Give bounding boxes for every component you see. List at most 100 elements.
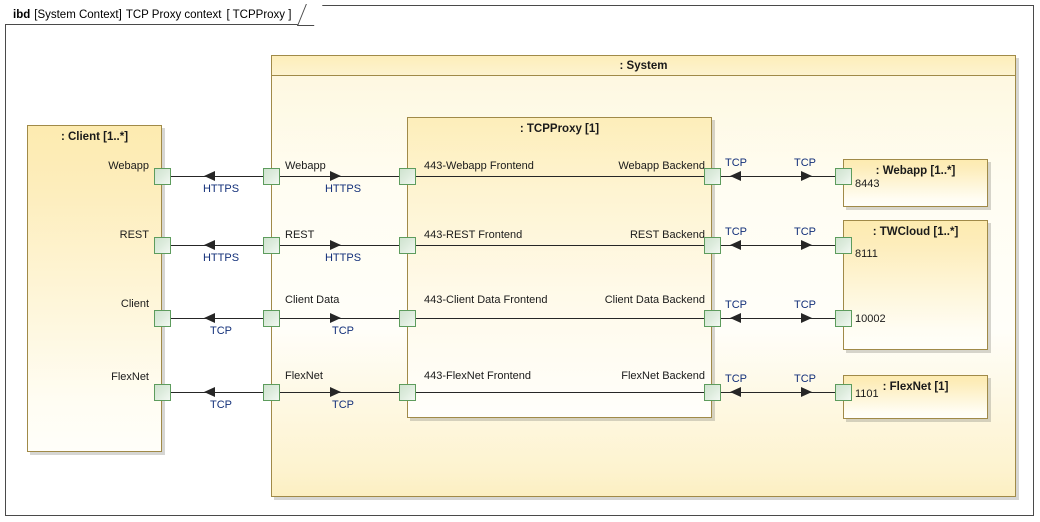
arrowhead-system-proxy-2 [330, 240, 341, 250]
arrowhead-proxy-systemedge-1 [730, 171, 741, 181]
arrowhead-client-system-4 [204, 387, 215, 397]
port-label-twcloud-8111: 8111 [855, 248, 878, 260]
connector-label-client-system-2: HTTPS [202, 252, 240, 264]
connector-label-systemedge-target-4: TCP [794, 373, 816, 385]
port-label-system-client-data: Client Data [285, 294, 340, 306]
connector-label-systemedge-target-2: TCP [794, 226, 816, 238]
connector-label-system-proxy-4: TCP [332, 399, 354, 411]
frame-tab-name: TCP Proxy context [125, 8, 222, 21]
frame-tab-context: [System Context] [34, 8, 122, 21]
connector-system-proxy-3[interactable] [280, 318, 408, 319]
arrowhead-proxy-systemedge-4 [730, 387, 741, 397]
connector-label-proxy-systemedge-4: TCP [725, 373, 747, 385]
port-system-rest[interactable] [263, 237, 280, 254]
arrowhead-proxy-systemedge-3 [730, 313, 741, 323]
connector-proxy-internal-1[interactable] [416, 176, 704, 177]
connector-label-proxy-systemedge-2: TCP [725, 226, 747, 238]
frame-tab-type: [ TCPProxy ] [226, 8, 292, 21]
block-flexnet-title: : FlexNet [1] [882, 381, 949, 393]
port-label-webapp-8443: 8443 [855, 178, 880, 190]
block-twcloud[interactable]: : TWCloud [1..*] [843, 220, 988, 350]
block-tcpproxy-title: : TCPProxy [1] [519, 123, 600, 135]
port-system-flexnet[interactable] [263, 384, 280, 401]
port-label-proxy-backend-rest: REST Backend [629, 229, 705, 241]
port-label-proxy-backend-flexnet: FlexNet Backend [621, 370, 705, 382]
connector-client-system-1[interactable] [171, 176, 272, 177]
port-label-twcloud-10002: 10002 [855, 313, 886, 325]
port-label-proxy-frontend-rest: 443-REST Frontend [424, 229, 523, 241]
connector-label-proxy-systemedge-1: TCP [725, 157, 747, 169]
arrowhead-client-system-1 [204, 171, 215, 181]
block-flexnet[interactable]: : FlexNet [1] [843, 375, 988, 419]
port-label-proxy-frontend-client-data: 443-Client Data Frontend [424, 294, 548, 306]
arrowhead-systemedge-target-2 [801, 240, 812, 250]
port-label-system-webapp: Webapp [285, 160, 326, 172]
port-label-proxy-frontend-flexnet: 443-FlexNet Frontend [424, 370, 531, 382]
connector-client-system-2[interactable] [171, 245, 272, 246]
port-client-client[interactable] [154, 310, 171, 327]
connector-client-system-4[interactable] [171, 392, 272, 393]
connector-proxy-internal-3[interactable] [416, 318, 704, 319]
arrowhead-system-proxy-1 [330, 171, 341, 181]
connector-label-systemedge-target-3: TCP [794, 299, 816, 311]
connector-label-system-proxy-3: TCP [332, 325, 354, 337]
port-label-system-flexnet: FlexNet [285, 370, 323, 382]
block-tcpproxy[interactable]: : TCPProxy [1] [407, 117, 712, 418]
port-proxy-backend-flexnet[interactable] [704, 384, 721, 401]
connector-system-proxy-2[interactable] [280, 245, 408, 246]
arrowhead-systemedge-target-1 [801, 171, 812, 181]
port-label-client-rest: REST [119, 229, 149, 241]
port-proxy-frontend-rest[interactable] [399, 237, 416, 254]
connector-proxy-systemedge-4[interactable] [721, 392, 836, 393]
connector-label-client-system-1: HTTPS [202, 183, 240, 195]
port-label-client-webapp: Webapp [108, 160, 149, 172]
connector-label-client-system-4: TCP [210, 399, 232, 411]
connector-label-systemedge-target-1: TCP [794, 157, 816, 169]
diagram-frame-tab[interactable]: ibd [System Context] TCP Proxy context [… [5, 4, 324, 26]
port-label-proxy-backend-webapp: Webapp Backend [618, 160, 705, 172]
port-twcloud-8111[interactable] [835, 237, 852, 254]
port-system-webapp[interactable] [263, 168, 280, 185]
connector-system-proxy-4[interactable] [280, 392, 408, 393]
connector-system-proxy-1[interactable] [280, 176, 408, 177]
arrowhead-client-system-3 [204, 313, 215, 323]
port-twcloud-10002[interactable] [835, 310, 852, 327]
block-client-title: : Client [1..*] [60, 131, 129, 143]
port-label-system-rest: REST [285, 229, 315, 241]
connector-client-system-3[interactable] [171, 318, 272, 319]
connector-proxy-systemedge-1[interactable] [721, 176, 836, 177]
port-proxy-frontend-flexnet[interactable] [399, 384, 416, 401]
connector-proxy-internal-4[interactable] [416, 392, 704, 393]
connector-proxy-systemedge-2[interactable] [721, 245, 836, 246]
arrowhead-proxy-systemedge-2 [730, 240, 741, 250]
arrowhead-client-system-2 [204, 240, 215, 250]
port-label-flexnet-1101: 1101 [855, 388, 879, 400]
port-client-rest[interactable] [154, 237, 171, 254]
block-webapp[interactable]: : Webapp [1..*] [843, 159, 988, 207]
arrowhead-systemedge-target-4 [801, 387, 812, 397]
connector-label-client-system-3: TCP [210, 325, 232, 337]
connector-proxy-systemedge-3[interactable] [721, 318, 836, 319]
port-label-client-client: Client [120, 298, 149, 310]
arrowhead-system-proxy-4 [330, 387, 341, 397]
port-system-client-data[interactable] [263, 310, 280, 327]
connector-proxy-internal-2[interactable] [416, 245, 704, 246]
port-proxy-frontend-client-data[interactable] [399, 310, 416, 327]
connector-label-system-proxy-2: HTTPS [324, 252, 362, 264]
block-twcloud-title: : TWCloud [1..*] [872, 226, 959, 238]
port-proxy-frontend-webapp[interactable] [399, 168, 416, 185]
port-webapp-8443[interactable] [835, 168, 852, 185]
port-label-proxy-backend-client-data: Client Data Backend [604, 294, 705, 306]
port-flexnet-1101[interactable] [835, 384, 852, 401]
port-label-proxy-frontend-webapp: 443-Webapp Frontend [424, 160, 534, 172]
block-system-title: : System [272, 56, 1015, 76]
port-proxy-backend-client-data[interactable] [704, 310, 721, 327]
port-client-flexnet[interactable] [154, 384, 171, 401]
port-client-webapp[interactable] [154, 168, 171, 185]
port-proxy-backend-rest[interactable] [704, 237, 721, 254]
port-label-client-flexnet: FlexNet [111, 371, 149, 383]
block-client[interactable]: : Client [1..*] [27, 125, 162, 452]
port-proxy-backend-webapp[interactable] [704, 168, 721, 185]
arrowhead-system-proxy-3 [330, 313, 341, 323]
